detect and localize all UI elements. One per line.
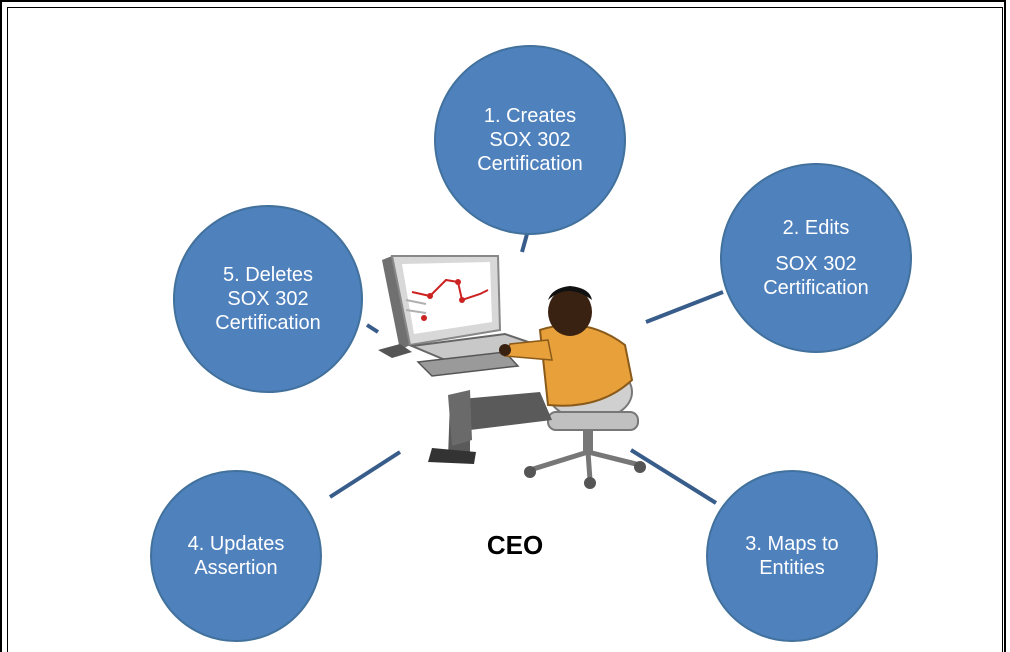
connector-creates: [520, 233, 529, 253]
connector-deletes: [365, 323, 380, 334]
node-maps-line1: 3. Maps to: [745, 533, 839, 555]
connector-edits: [645, 290, 724, 324]
node-creates-line1: 1. Creates: [483, 105, 577, 127]
ceo-label: CEO: [486, 530, 544, 560]
node-edits-sox302: 2. Edits SOX 302 Certification: [720, 163, 912, 353]
node-creates-line3: Certification: [477, 153, 583, 175]
node-updates-assertion: 4. Updates Assertion: [150, 470, 322, 642]
computer-monitor-icon: [378, 255, 502, 358]
node-maps-entities: 3. Maps to Entities: [706, 470, 878, 642]
node-deletes-line3: Certification: [215, 312, 321, 334]
node-edits-line3: Certification: [763, 277, 869, 299]
node-deletes-line2: SOX 302: [227, 288, 309, 310]
connector-updates: [328, 450, 402, 499]
person-icon: [428, 286, 634, 464]
node-updates-line2: Assertion: [194, 557, 278, 579]
node-creates-sox302: 1. Creates SOX 302 Certification: [434, 45, 626, 235]
node-deletes-line1: 5. Deletes: [222, 264, 314, 286]
node-edits-line2: SOX 302: [775, 253, 857, 275]
node-maps-line2: Entities: [759, 557, 825, 579]
node-edits-line1: 2. Edits: [782, 217, 850, 239]
connector-maps: [629, 448, 718, 505]
node-creates-line2: SOX 302: [489, 129, 571, 151]
inner-border: [7, 7, 1003, 652]
node-updates-line1: 4. Updates: [187, 533, 285, 555]
node-deletes-sox302: 5. Deletes SOX 302 Certification: [173, 205, 363, 393]
